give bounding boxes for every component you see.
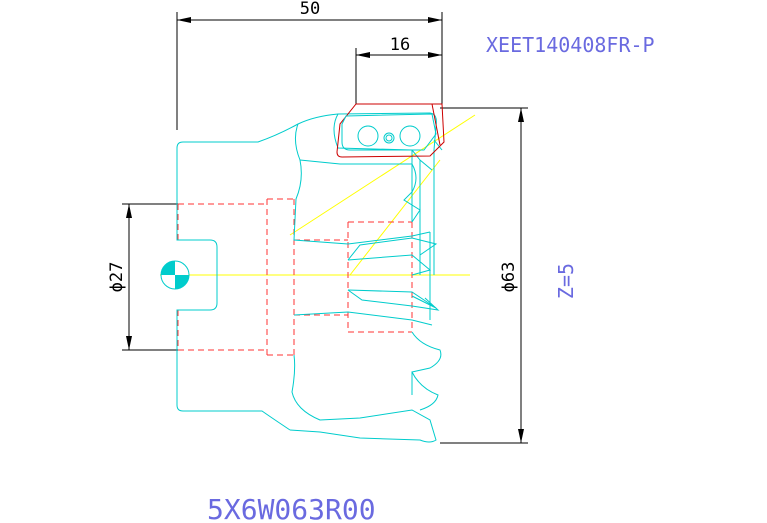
dimension-lines (122, 12, 528, 444)
teeth-count: Z=5 (554, 263, 578, 299)
bore-diameter-dim: ϕ27 (107, 262, 127, 293)
insert-code: XEET140408FR-P (486, 33, 655, 57)
hidden-lines (177, 198, 413, 356)
cutter-diameter-dim: ϕ63 (499, 262, 519, 293)
insert-pocket (341, 113, 437, 151)
cutter-code: 5X6W063R00 (207, 493, 376, 523)
insert-width-dim: 16 (390, 35, 410, 55)
overall-length-dim: 50 (300, 0, 320, 19)
insert (336, 103, 445, 158)
cutter-body-outline (176, 112, 443, 443)
center-mark (160, 260, 190, 290)
centerlines (160, 114, 476, 276)
